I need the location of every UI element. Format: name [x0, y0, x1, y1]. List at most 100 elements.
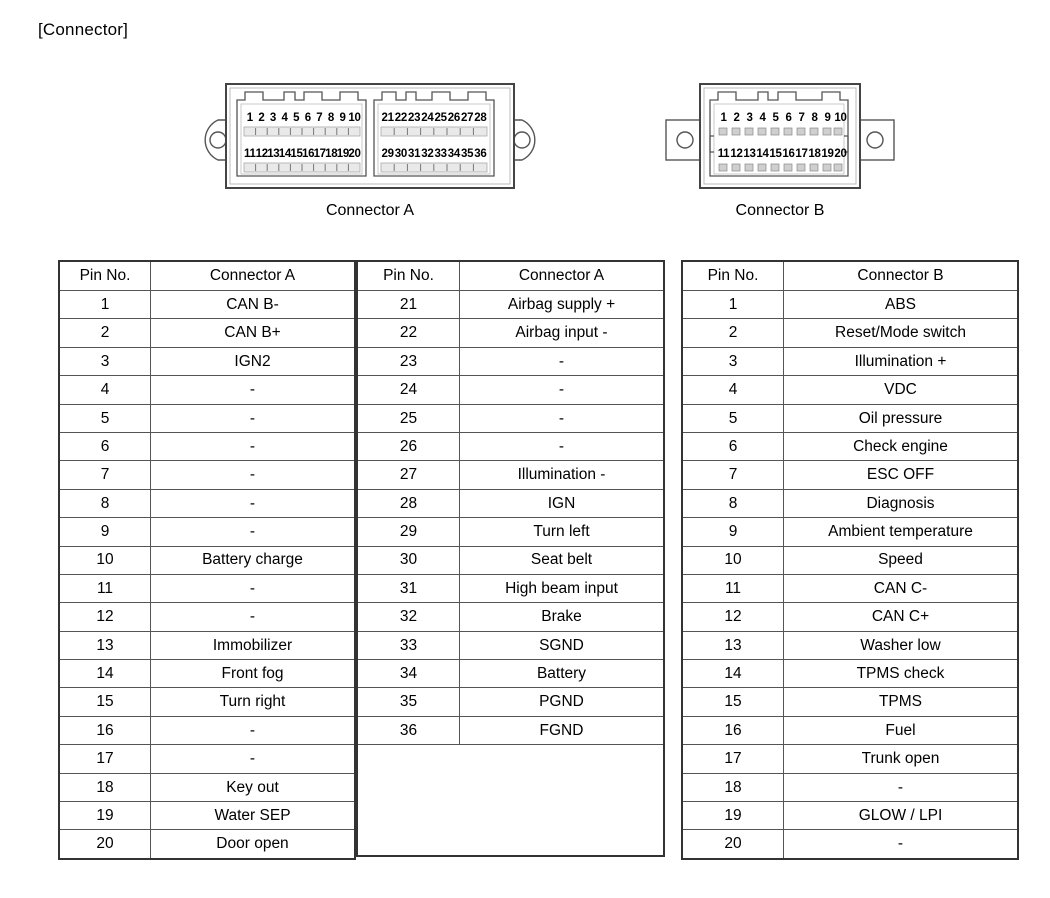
cell-signal-name: Battery [459, 659, 665, 689]
connector-b-left-ear-hole [676, 131, 694, 149]
cell-signal-name: Turn right [150, 687, 356, 717]
cell-pin-no: 17 [58, 744, 151, 774]
cell-signal-name: Battery charge [150, 545, 356, 575]
cell-pin-no: 16 [58, 715, 151, 746]
cell-signal-name: VDC [783, 375, 1019, 405]
column-header-pin-no: Pin No. [58, 260, 151, 291]
cell-pin-no: 1 [681, 289, 784, 320]
cell-signal-name: Diagnosis [783, 488, 1019, 519]
table-row: 9- [58, 517, 356, 547]
cell-signal-name: Door open [150, 829, 356, 860]
cell-signal-name: Key out [150, 772, 356, 803]
connector-a-diagram: 1 2 3 4 5 6 7 8 9 10 11 12 13 14 15 16 1… [200, 78, 540, 219]
cell-signal-name: Airbag supply + [459, 289, 665, 320]
cell-pin-no: 4 [58, 375, 151, 405]
cell-pin-no: 2 [681, 318, 784, 348]
connector-b-left-notch [709, 135, 714, 153]
table-row: 7- [58, 460, 356, 490]
cell-pin-no: 16 [681, 715, 784, 746]
cell-pin-no: 29 [356, 517, 460, 547]
cell-pin-no: 25 [356, 403, 460, 433]
column-header-pin-no: Pin No. [681, 260, 784, 291]
cell-signal-name: Illumination - [459, 460, 665, 490]
cell-pin-no: 6 [681, 431, 784, 462]
cell-signal-name: FGND [459, 715, 665, 746]
cell-signal-name: Front fog [150, 659, 356, 689]
cell-signal-name: - [459, 431, 665, 462]
cell-signal-name: IGN [459, 488, 665, 519]
cell-pin-no: 35 [356, 687, 460, 717]
cell-pin-no: 3 [58, 346, 151, 377]
cell-pin-no: 20 [681, 829, 784, 860]
table-header-row: Pin No. Connector B [681, 260, 1019, 291]
cell-signal-name: Trunk open [783, 744, 1019, 774]
connector-a-left-housing-inner [240, 103, 363, 175]
table-row: 18- [681, 772, 1019, 803]
cell-signal-name: High beam input [459, 573, 665, 604]
cell-signal-name: Ambient temperature [783, 517, 1019, 547]
cell-signal-name: Washer low [783, 630, 1019, 661]
cell-pin-no: 10 [681, 545, 784, 575]
cell-pin-no: 7 [58, 460, 151, 490]
cell-pin-no: 23 [356, 346, 460, 377]
connector-a-right-ear-hole [513, 131, 531, 149]
cell-pin-no: 13 [681, 630, 784, 661]
connector-a-slot-ticks [255, 128, 474, 171]
cell-pin-no: 14 [681, 659, 784, 689]
cell-signal-name: - [459, 403, 665, 433]
cell-pin-no: 7 [681, 460, 784, 490]
cell-pin-no: 22 [356, 318, 460, 348]
cell-signal-name: - [150, 403, 356, 433]
cell-pin-no: 33 [356, 630, 460, 661]
cell-pin-no: 13 [58, 630, 151, 661]
cell-signal-name: GLOW / LPI [783, 801, 1019, 831]
cell-pin-no: 14 [58, 659, 151, 689]
cell-pin-no: 12 [681, 602, 784, 632]
cell-signal-name: Speed [783, 545, 1019, 575]
cell-signal-name: - [150, 517, 356, 547]
connector-a-pins-1-10: 1 2 3 4 5 6 7 8 9 10 [246, 112, 361, 124]
cell-signal-name: PGND [459, 687, 665, 717]
cell-pin-no: 11 [58, 573, 151, 604]
table-header-row: Pin No. Connector A [356, 260, 665, 291]
table-row: 4- [58, 375, 356, 405]
connector-b-slots [718, 127, 843, 172]
cell-pin-no: 12 [58, 602, 151, 632]
cell-pin-no: 5 [681, 403, 784, 433]
table-row: 17- [58, 744, 356, 774]
connector-diagrams: 1 2 3 4 5 6 7 8 9 10 11 12 13 14 15 16 1… [0, 78, 1050, 238]
cell-pin-no: 10 [58, 545, 151, 575]
cell-signal-name: - [783, 772, 1019, 803]
cell-pin-no: 5 [58, 403, 151, 433]
cell-signal-name: CAN C- [783, 573, 1019, 604]
cell-signal-name: Immobilizer [150, 630, 356, 661]
cell-pin-no: 11 [681, 573, 784, 604]
